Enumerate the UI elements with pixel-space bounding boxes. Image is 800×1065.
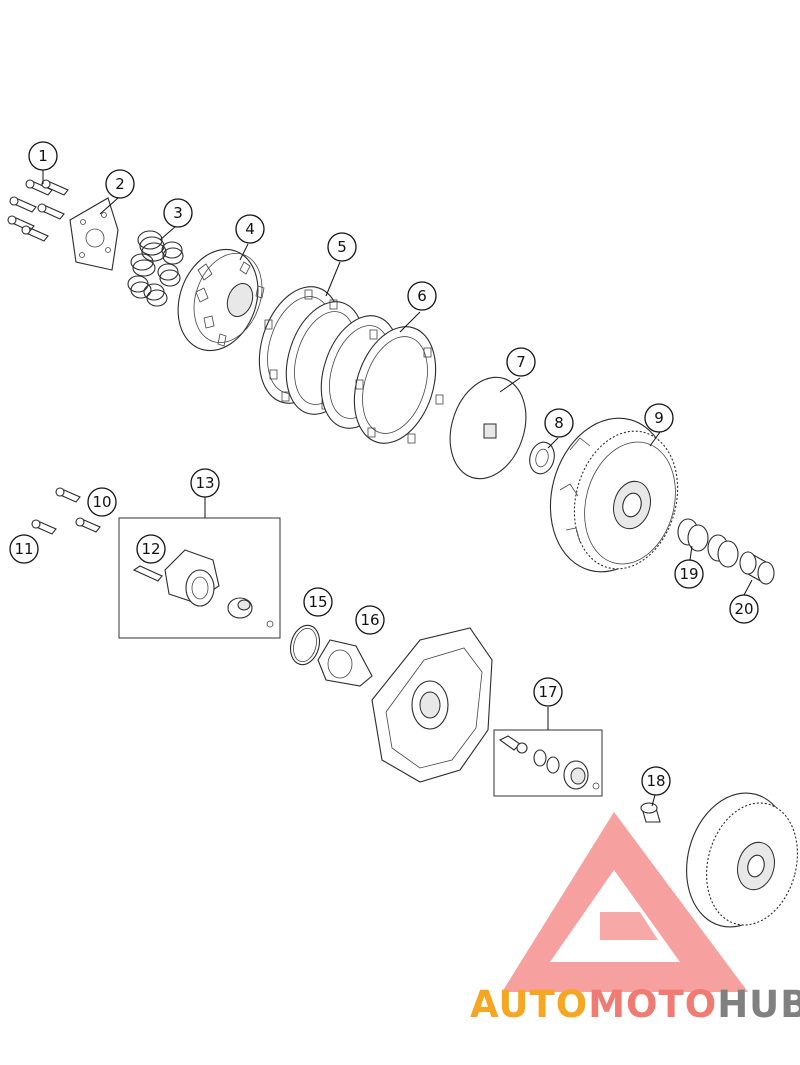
part-plate-7 (449, 376, 527, 480)
callout-11: 11 (9, 534, 39, 564)
callout-label: 6 (417, 287, 427, 305)
watermark-triangle-logo (502, 812, 748, 992)
part-bolts-1 (7, 179, 69, 242)
callout-label: 19 (679, 565, 698, 583)
leader-lines (42, 170, 753, 807)
callout-label: 18 (646, 772, 665, 790)
callout-16: 16 (355, 605, 385, 635)
callout-8: 8 (544, 408, 574, 438)
callout-label: 17 (538, 683, 557, 701)
part-o-ring-15 (289, 624, 321, 666)
part-plug-set-17 (498, 735, 600, 790)
part-pressure-plate-2 (69, 197, 119, 271)
callout-label: 3 (173, 204, 183, 222)
callout-2: 2 (105, 169, 135, 199)
callout-9: 9 (644, 403, 674, 433)
callout-label: 8 (554, 414, 564, 432)
callout-label: 1 (38, 147, 48, 165)
watermark-brand-text: AUTOMOTOHUB (470, 983, 800, 1026)
callout-label: 11 (14, 540, 33, 558)
part-clutch-basket-9 (549, 417, 679, 573)
callout-label: 4 (245, 220, 255, 238)
part-springs-3 (127, 230, 184, 307)
callout-10: 10 (87, 487, 117, 517)
brand-hub: HUB (717, 983, 800, 1026)
part-screws-10-11 (31, 487, 101, 535)
callout-label: 2 (115, 175, 125, 193)
callout-label: 9 (654, 409, 664, 427)
part-sleeve-20 (739, 551, 775, 585)
callout-6: 6 (407, 281, 437, 311)
callout-15: 15 (303, 587, 333, 617)
callout-5: 5 (327, 232, 357, 262)
callout-label: 15 (308, 593, 327, 611)
callout-19: 19 (674, 559, 704, 589)
part-clutch-slave-12 (132, 549, 274, 628)
brand-auto: AUTO (470, 983, 589, 1026)
part-pin-18 (640, 802, 661, 823)
part-bushing-19 (677, 518, 739, 568)
part-clutch-disc-6 (320, 315, 444, 444)
callout-17: 17 (533, 677, 563, 707)
callout-label: 16 (360, 611, 379, 629)
part-gasket-16 (317, 639, 373, 687)
callout-20: 20 (729, 594, 759, 624)
callout-1: 1 (28, 141, 58, 171)
part-clutch-hub-4 (177, 248, 265, 352)
part-washer-8 (529, 441, 555, 475)
callout-4: 4 (235, 214, 265, 244)
callout-13: 13 (190, 468, 220, 498)
callout-label: 13 (195, 474, 214, 492)
callout-label: 10 (92, 493, 111, 511)
part-clutch-cover (371, 627, 493, 783)
callout-3: 3 (163, 198, 193, 228)
callout-label: 7 (516, 353, 526, 371)
callout-18: 18 (641, 766, 671, 796)
brand-moto: MOTO (588, 983, 718, 1026)
callout-label: 5 (337, 238, 347, 256)
callout-label: 12 (141, 540, 160, 558)
callout-12: 12 (136, 534, 166, 564)
assembly-box-13 (118, 517, 281, 639)
callout-label: 20 (734, 600, 753, 618)
part-clutch-basket-detail (686, 792, 798, 928)
callout-7: 7 (506, 347, 536, 377)
